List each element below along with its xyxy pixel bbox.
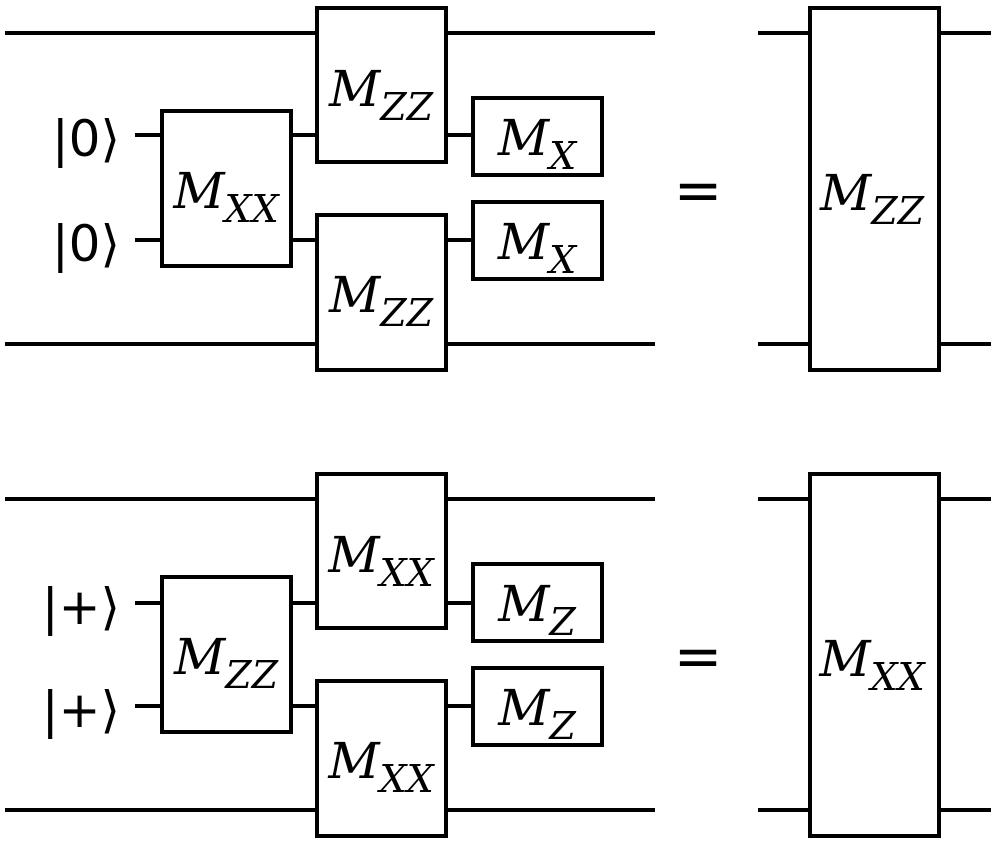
upper-gate bbox=[315, 6, 448, 164]
equals-sign: = bbox=[674, 156, 723, 224]
lower-gate bbox=[315, 679, 448, 838]
ancilla-gate bbox=[160, 575, 293, 734]
ancilla-gate bbox=[160, 109, 293, 268]
upper-measurement bbox=[471, 562, 604, 643]
lower-measurement bbox=[471, 200, 604, 281]
lower-gate-label: MXX bbox=[327, 732, 435, 801]
input-ket-2: |0⟩ bbox=[52, 215, 120, 273]
result-gate bbox=[808, 472, 941, 838]
lower-gate-label: MZZ bbox=[328, 266, 434, 335]
input-ket-2: |+⟩ bbox=[42, 681, 120, 739]
identity-1: |0⟩ |0⟩ MXX MZZ MZZ MX MX = MZZ bbox=[5, 6, 991, 372]
upper-measurement bbox=[471, 96, 604, 177]
upper-gate-label: MZZ bbox=[328, 60, 434, 129]
equals-sign: = bbox=[674, 622, 723, 690]
upper-gate-label: MXX bbox=[327, 526, 435, 595]
result-gate-label: MZZ bbox=[819, 164, 925, 233]
lower-gate bbox=[315, 213, 448, 372]
identity-2: |+⟩ |+⟩ MZZ MXX MXX MZ MZ = MXX bbox=[5, 472, 991, 838]
lower-measurement bbox=[471, 666, 604, 747]
input-ket-1: |+⟩ bbox=[42, 578, 120, 636]
upper-gate bbox=[315, 472, 448, 630]
upper-measurement-label: MZ bbox=[497, 575, 576, 644]
ancilla-gate-label: MXX bbox=[172, 162, 280, 231]
input-ket-1: |0⟩ bbox=[52, 110, 120, 168]
lower-measurement-label: MZ bbox=[497, 679, 576, 748]
lower-measurement-label: MX bbox=[497, 213, 578, 282]
upper-measurement-label: MX bbox=[497, 109, 578, 178]
result-gate bbox=[808, 6, 941, 372]
result-gate-label: MXX bbox=[818, 630, 926, 699]
ancilla-gate-label: MZZ bbox=[173, 628, 279, 697]
